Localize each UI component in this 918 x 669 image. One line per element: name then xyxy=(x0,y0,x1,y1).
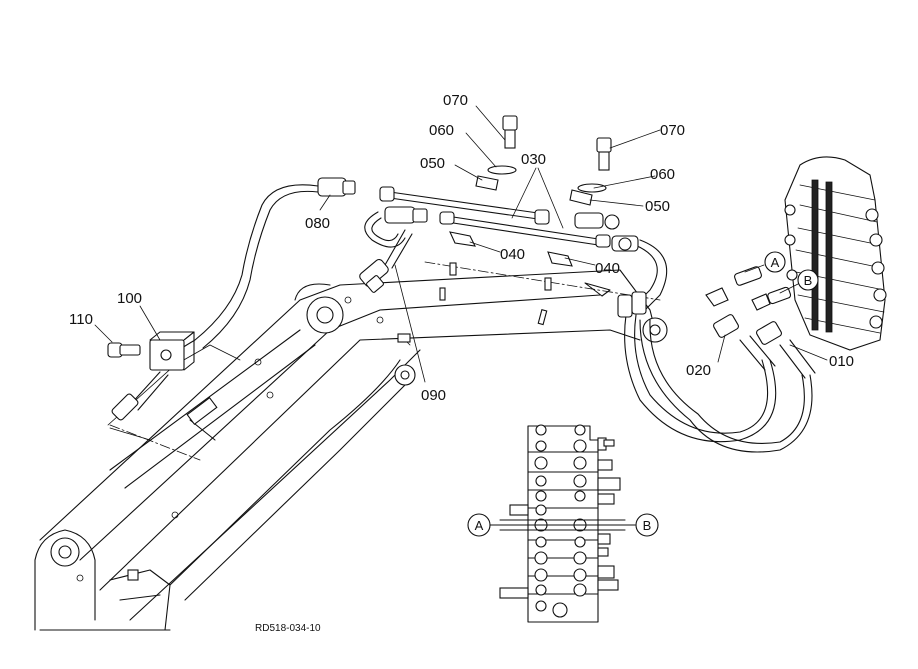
label-030: 030 xyxy=(521,151,546,168)
label-110: 110 xyxy=(69,311,93,328)
steel-pipes xyxy=(379,186,611,248)
label-050-left: 050 xyxy=(420,155,445,172)
label-090: 090 xyxy=(421,387,446,404)
label-040-right: 040 xyxy=(595,260,620,277)
port-a-main: A xyxy=(771,255,780,270)
label-010: 010 xyxy=(829,353,854,370)
drawing-code: RD518-034-10 xyxy=(255,623,321,634)
label-080: 080 xyxy=(305,215,330,232)
label-070-right: 070 xyxy=(660,122,685,139)
label-060-right: 060 xyxy=(650,166,675,183)
label-100: 100 xyxy=(117,290,142,307)
selector-valve xyxy=(107,331,195,421)
part-number-labels: 070 060 050 030 070 060 050 080 040 040 … xyxy=(69,92,854,404)
leader-lines xyxy=(94,105,828,526)
boom-arm xyxy=(34,261,668,631)
port-b-main: B xyxy=(804,273,813,288)
label-050-right: 050 xyxy=(645,198,670,215)
label-070-left: 070 xyxy=(443,92,468,109)
label-060-left: 060 xyxy=(429,122,454,139)
label-040-left: 040 xyxy=(500,246,525,263)
hoses xyxy=(171,184,813,453)
port-labels: A B A B xyxy=(467,251,819,537)
valve-inset-schematic xyxy=(489,424,636,623)
control-valve-block xyxy=(705,156,887,379)
hose-fittings xyxy=(317,115,647,318)
port-a-inset: A xyxy=(475,518,484,533)
label-020: 020 xyxy=(686,362,711,379)
port-b-inset: B xyxy=(643,518,652,533)
